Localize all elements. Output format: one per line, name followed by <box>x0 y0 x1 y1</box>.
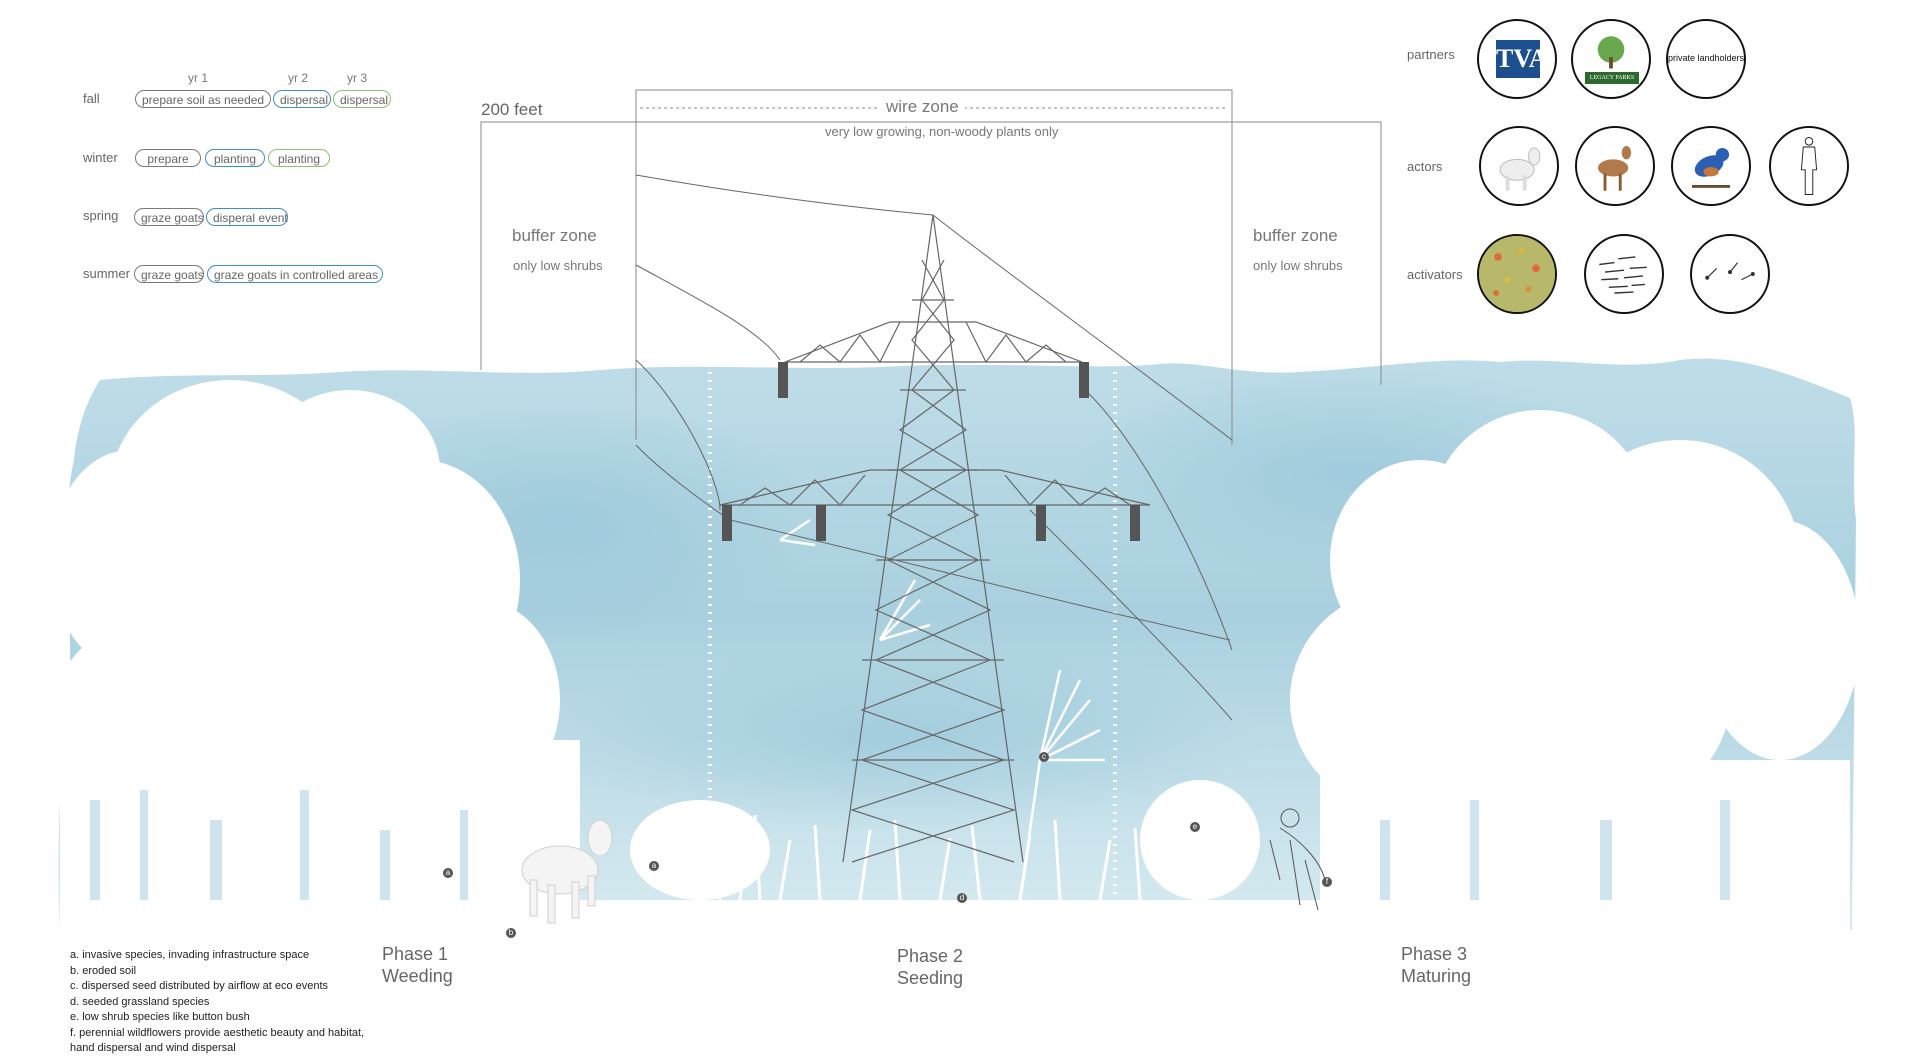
wind-icon <box>1599 256 1647 294</box>
partner-tva: TVA <box>1477 19 1557 99</box>
pill-winter-yr2: planting <box>205 149 265 167</box>
actors-label: actors <box>1407 159 1443 174</box>
actor-deer <box>1575 126 1655 206</box>
pill-summer-yr2: graze goats in controlled areas <box>207 265 383 283</box>
partner-legacy-parks: LEGACY PARKS <box>1571 19 1651 99</box>
partners-label: partners <box>1407 47 1455 62</box>
activator-wind <box>1584 234 1664 314</box>
buffer-zone-left-sub: only low shrubs <box>513 258 603 273</box>
marker-a: a <box>443 868 453 878</box>
pill-winter-yr3: planting <box>268 149 330 167</box>
buffer-zone-right-sub: only low shrubs <box>1253 258 1343 273</box>
goat-icon <box>1499 147 1541 191</box>
season-summer: summer <box>83 266 130 281</box>
bluebird-icon <box>1692 147 1730 188</box>
pill-winter-yr1: prepare <box>135 149 201 167</box>
actor-bluebird <box>1671 126 1751 206</box>
pill-fall-yr3: dispersal <box>333 90 391 108</box>
year-label-3: yr 3 <box>347 71 368 85</box>
phase-3-number: Phase 3 <box>1401 944 1468 964</box>
phase-1-label: Phase 1 Weeding <box>382 943 453 987</box>
activator-wildflowers <box>1477 234 1557 314</box>
private-landholders-text: private landholders <box>1668 53 1745 63</box>
actor-goat <box>1479 126 1559 206</box>
season-winter: winter <box>83 150 118 165</box>
pill-spring-yr2: disperal event <box>206 208 288 226</box>
season-fall: fall <box>83 91 100 106</box>
phase-1-number: Phase 1 <box>382 944 449 964</box>
actor-person <box>1769 126 1849 206</box>
person-figure <box>1269 808 1326 911</box>
activator-seeds <box>1690 234 1770 314</box>
wire-zone-title: wire zone <box>880 97 965 117</box>
power-lines <box>635 174 1233 721</box>
trees-left <box>50 380 580 940</box>
season-spring: spring <box>83 208 119 223</box>
insulators <box>722 362 1140 541</box>
year-label-1: yr 1 <box>188 71 209 85</box>
tree-icon <box>1597 36 1625 69</box>
legend-item-b: b. eroded soil <box>70 964 137 977</box>
marker-a-2: a <box>649 861 659 871</box>
ground-band <box>60 900 1850 934</box>
deer-icon <box>1597 146 1632 191</box>
year-label-2: yr 2 <box>288 71 309 85</box>
partner-private-landholders: private landholders <box>1666 19 1746 99</box>
legend-item-a: a. invasive species, invading infrastruc… <box>70 949 310 961</box>
buffer-zone-right-title: buffer zone <box>1253 226 1338 245</box>
seed-icon <box>1705 262 1755 281</box>
legend: a. invasive species, invading infrastruc… <box>70 948 364 1057</box>
phase-2-name: Seeding <box>897 968 964 988</box>
phase-2-number: Phase 2 <box>897 946 964 966</box>
legacy-parks-logo: LEGACY PARKS <box>1585 72 1639 84</box>
tva-logo: TVA <box>1496 40 1548 78</box>
phase-1-name: Weeding <box>382 966 453 986</box>
phase-2-label: Phase 2 Seeding <box>897 945 963 989</box>
width-label: 200 feet <box>481 100 543 119</box>
activators-label: activators <box>1407 267 1463 282</box>
marker-f: f <box>1322 877 1332 887</box>
legend-item-d: d. seeded grassland species <box>70 995 210 1008</box>
person-icon <box>1800 137 1818 195</box>
phase-3-label: Phase 3 Maturing <box>1401 943 1471 987</box>
legend-item-e: e. low shrub species like button bush <box>70 1011 250 1023</box>
marker-c: c <box>1039 752 1049 762</box>
wire-zone-sub: very low growing, non-woody plants only <box>825 124 1059 139</box>
wash-blot <box>540 650 1260 830</box>
legend-item-f-cont: hand dispersal and wind dispersal <box>70 1042 236 1054</box>
dandelion-seeds <box>779 518 1105 901</box>
marker-e: e <box>1190 822 1200 832</box>
transmission-tower <box>719 214 1151 863</box>
trees-right <box>1290 410 1860 940</box>
shrub <box>1140 780 1260 900</box>
buffer-zone-left-title: buffer zone <box>512 226 597 245</box>
goat-figure <box>521 819 613 924</box>
shrub <box>630 800 770 900</box>
marker-b: b <box>506 928 516 938</box>
wildflower-meadow-icon <box>1479 236 1555 312</box>
pill-fall-yr2: dispersal <box>273 90 331 108</box>
legend-item-f: f. perennial wildflowers provide aesthet… <box>70 1026 365 1039</box>
legend-item-c: c. dispersed seed distributed by airflow… <box>70 980 329 992</box>
phase-3-name: Maturing <box>1401 966 1472 986</box>
marker-d: d <box>957 893 967 903</box>
pill-fall-yr1: prepare soil as needed <box>135 90 271 108</box>
pill-summer-yr1: graze goats <box>134 265 204 283</box>
pill-spring-yr1: graze goats <box>134 208 204 226</box>
